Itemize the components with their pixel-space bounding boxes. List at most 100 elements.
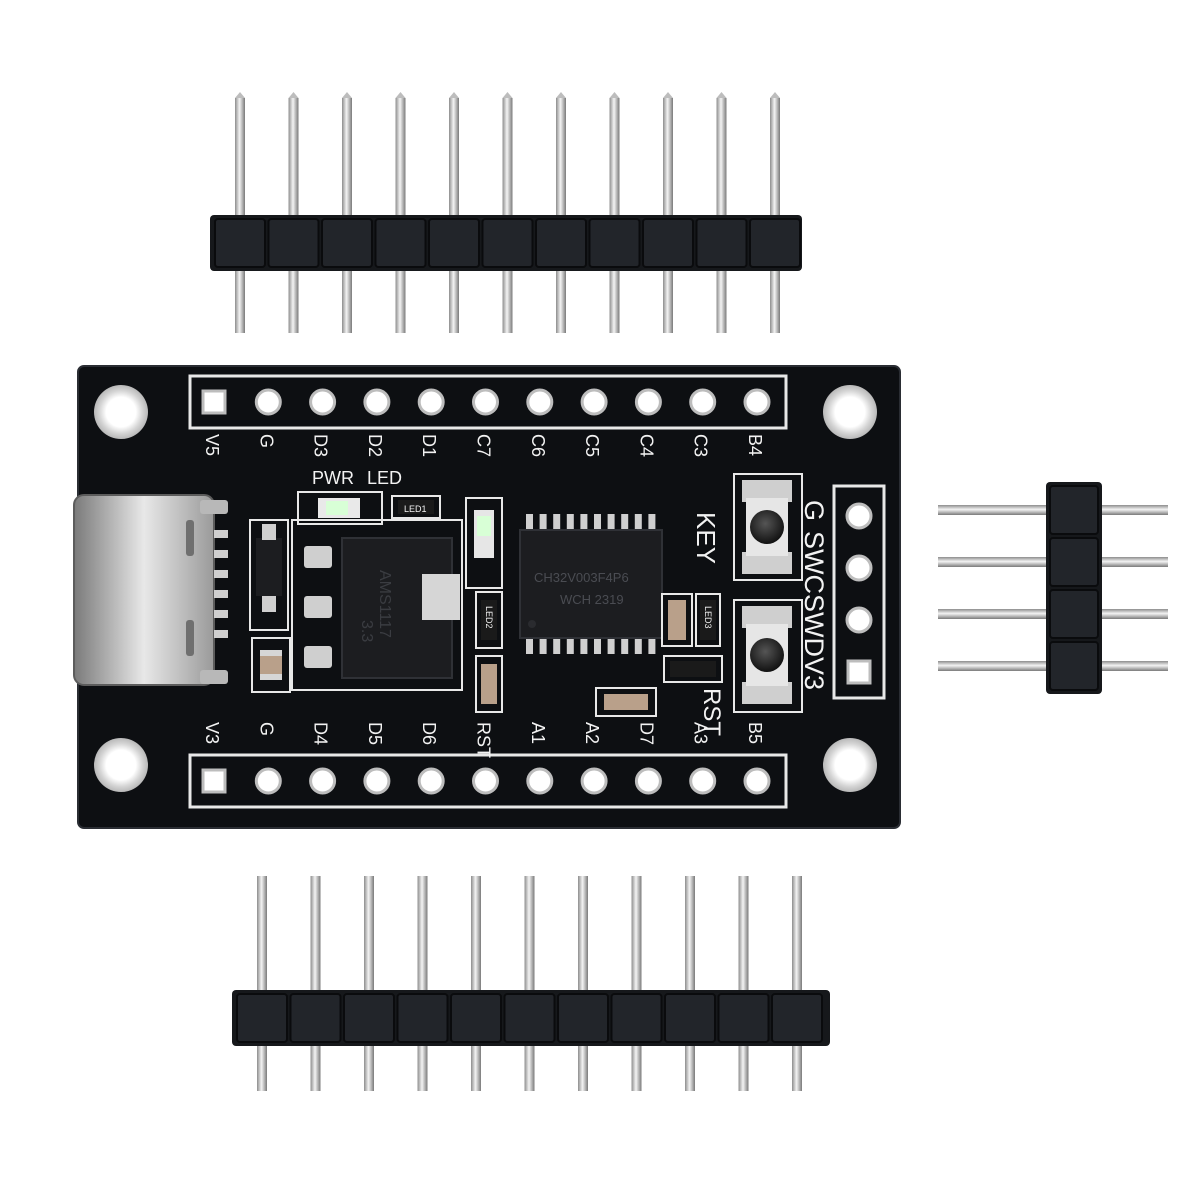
top-pin-label: D3 <box>311 434 331 457</box>
ldo-text-2: 3.3 <box>358 620 375 642</box>
bottom-pin-label: B5 <box>745 722 765 744</box>
header-segment <box>267 218 320 268</box>
top-pad-outline <box>188 374 788 430</box>
header-pin <box>738 876 749 1091</box>
bottom-pin-label: D7 <box>636 722 656 745</box>
chip-leg <box>566 636 574 654</box>
right-header-segments <box>1049 485 1099 691</box>
header-segment <box>214 218 266 268</box>
right-label-swd: SWD <box>799 594 829 657</box>
header-segment <box>481 218 534 268</box>
header-pin <box>364 876 374 1091</box>
bottom-pin-label: G <box>256 722 276 736</box>
r3-outline <box>663 655 723 683</box>
led-label: LED <box>367 468 402 488</box>
header-pin <box>257 876 267 1091</box>
bottom-pin-label: A3 <box>691 722 711 744</box>
pwr-label: PWR <box>312 468 354 488</box>
top-pin-label: C4 <box>636 434 656 457</box>
c4-outline <box>595 687 657 717</box>
key-button <box>733 473 803 581</box>
top-pin-header <box>210 92 802 333</box>
chip-pins-top <box>526 514 656 532</box>
q1-outline <box>249 519 289 631</box>
bottom-pad <box>743 767 771 795</box>
header-pin <box>578 876 588 1091</box>
right-pad-outline <box>832 484 886 700</box>
right-pads <box>845 502 873 685</box>
header-segment <box>450 993 502 1043</box>
chip-leg <box>607 636 615 654</box>
led2-ref: LED2 <box>484 606 494 629</box>
chip-leg <box>580 636 588 654</box>
header-segment <box>749 218 801 268</box>
right-label-v3: V3 <box>799 657 829 690</box>
top-pad <box>580 388 608 416</box>
right-pad <box>845 502 873 530</box>
c3-outline <box>661 593 693 647</box>
led1-ref: LED1 <box>404 504 427 514</box>
chip-leg <box>621 636 629 654</box>
right-pad-square <box>846 659 872 685</box>
header-pin <box>685 876 695 1091</box>
right-label-swc: SWC <box>799 531 829 594</box>
header-segment <box>588 218 641 268</box>
header-segment <box>557 993 609 1043</box>
led2-outline <box>465 497 503 589</box>
header-pin <box>310 876 321 1091</box>
bottom-pads <box>201 767 771 795</box>
chip-leg <box>648 514 656 532</box>
bottom-header-pins <box>257 876 802 1091</box>
chip-leg <box>539 514 547 532</box>
header-segment <box>642 218 694 268</box>
header-segment <box>503 993 556 1043</box>
bottom-pad <box>689 767 717 795</box>
header-segment <box>1049 537 1099 587</box>
led1-resistor <box>391 495 441 519</box>
chip-leg <box>539 636 547 654</box>
top-pad <box>309 388 337 416</box>
bottom-pad <box>417 767 445 795</box>
bottom-pin-label: A1 <box>528 722 548 744</box>
chip-leg <box>594 636 601 654</box>
top-header-pins <box>235 92 780 333</box>
header-segment <box>1049 641 1099 691</box>
bottom-header-segments <box>236 993 823 1043</box>
chip-leg <box>648 636 656 654</box>
top-pin-label: B4 <box>745 434 765 456</box>
rst-button <box>733 599 803 713</box>
chip-pins-bottom <box>526 636 656 654</box>
header-segment <box>236 993 288 1043</box>
top-pin-label: G <box>256 434 276 448</box>
mounting-holes <box>94 385 877 792</box>
top-pad <box>363 388 391 416</box>
bottom-pin-label: RST <box>474 722 494 758</box>
c2-outline <box>475 655 503 713</box>
bottom-pad <box>526 767 554 795</box>
top-pad <box>689 388 717 416</box>
header-segment <box>771 993 823 1043</box>
bottom-pad-outline <box>188 753 788 809</box>
chip-leg <box>566 514 574 532</box>
header-segment <box>289 993 342 1043</box>
bottom-pin-label: D6 <box>419 722 439 745</box>
key-label: KEY <box>691 512 721 564</box>
chip-leg <box>634 514 642 532</box>
top-pin-label: C6 <box>528 434 548 457</box>
header-segment <box>343 993 395 1043</box>
right-pad <box>845 554 873 582</box>
chip-leg <box>594 514 601 532</box>
usb-c-connector <box>73 494 228 686</box>
header-pin <box>471 876 481 1091</box>
rst-label: RST <box>698 688 725 736</box>
c1-outline <box>251 637 291 693</box>
bottom-pin-label: D4 <box>311 722 331 745</box>
top-pin-label: D1 <box>419 434 439 457</box>
chip-leg <box>621 514 629 532</box>
top-pin-label: V5 <box>202 434 222 456</box>
header-pin <box>792 876 802 1091</box>
top-pin-label: C5 <box>582 434 602 457</box>
chip-marking-2: WCH 2319 <box>560 592 624 607</box>
